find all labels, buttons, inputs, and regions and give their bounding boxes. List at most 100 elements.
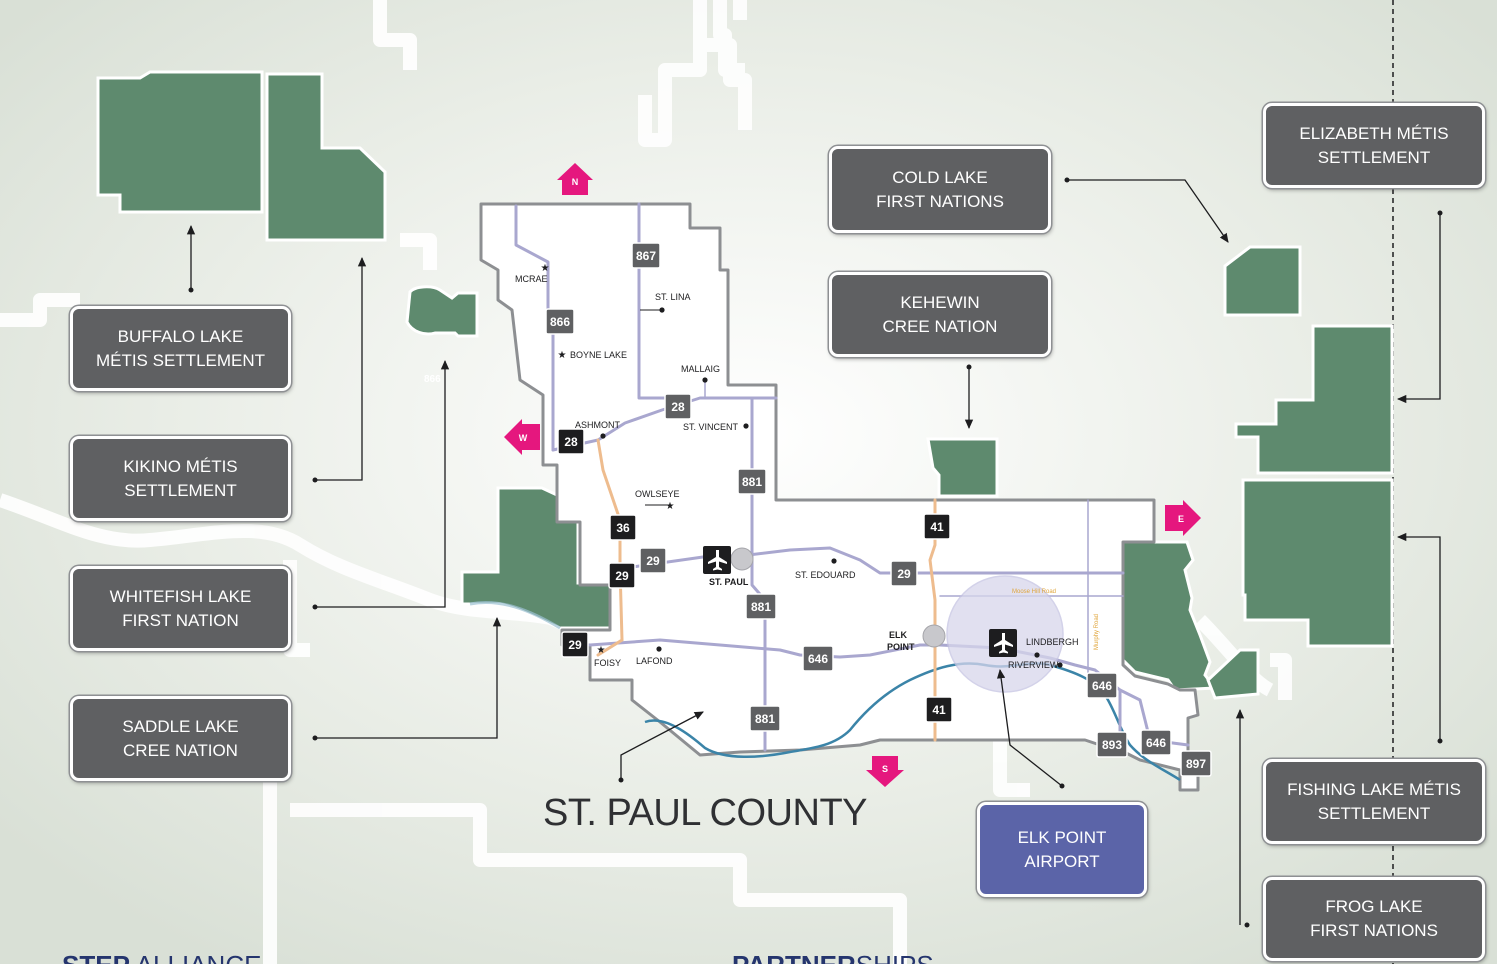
elk-point-airport-line-1: ELK POINT bbox=[1017, 827, 1107, 847]
shield-29-east: 29 bbox=[890, 560, 918, 587]
elk-point-town-marker bbox=[922, 624, 946, 648]
frog-lake-area bbox=[1206, 648, 1260, 700]
svg-text:646: 646 bbox=[1092, 679, 1112, 693]
mallaig-dot bbox=[702, 377, 708, 383]
mcrae-star-icon: ★ bbox=[541, 263, 550, 274]
label-moose-hill-road: Moose Hill Road bbox=[1012, 589, 1056, 595]
shield-29-south: 29 bbox=[561, 631, 589, 658]
elizabeth-callout[interactable]: ELIZABETH MÉTIS SETTLEMENT bbox=[1263, 103, 1485, 188]
buffalo-lake-settlement-area bbox=[96, 70, 264, 214]
label-boyne-lake: BOYNE LAKE bbox=[570, 350, 627, 360]
shield-866: 866 bbox=[545, 308, 575, 335]
whitefish-lake-callout[interactable]: WHITEFISH LAKE FIRST NATION bbox=[70, 566, 291, 651]
fishing-lake-line-1: FISHING LAKE MÉTIS bbox=[1287, 779, 1461, 799]
shield-897: 897 bbox=[1180, 750, 1212, 777]
svg-text:29: 29 bbox=[646, 554, 660, 568]
county-title: ST. PAUL COUNTY bbox=[543, 792, 868, 834]
leader-lines bbox=[186, 179, 1441, 925]
kehewin-area bbox=[926, 437, 999, 498]
compass-south-label: S bbox=[882, 764, 888, 774]
owlseye-star-icon: ★ bbox=[666, 501, 675, 512]
footer-right-light: SHIPS bbox=[856, 950, 934, 964]
whitefish-area bbox=[1121, 540, 1218, 692]
lafond-dot bbox=[656, 646, 662, 652]
shield-881-mid: 881 bbox=[745, 593, 777, 620]
frog-lake-line-1: FROG LAKE bbox=[1325, 897, 1423, 916]
footer-left-bold: STEP bbox=[62, 950, 130, 964]
footer-right-bold: PARTNER bbox=[732, 950, 856, 964]
cold-lake-area bbox=[1223, 245, 1302, 317]
shield-29-b: 29 bbox=[608, 562, 636, 589]
svg-text:881: 881 bbox=[742, 475, 762, 489]
road-866 bbox=[514, 204, 555, 452]
leader-dots bbox=[188, 177, 1443, 928]
shield-29-a: 29 bbox=[639, 547, 667, 574]
st-vincent-dot bbox=[743, 423, 749, 429]
label-st-vincent: ST. VINCENT bbox=[683, 422, 739, 432]
shield-36: 36 bbox=[609, 514, 637, 541]
kikino-line-1: KIKINO MÉTIS bbox=[123, 456, 238, 476]
town-markers: ★ ★ ★ ★ bbox=[541, 263, 1063, 668]
saddle-lake-callout[interactable]: SADDLE LAKE CREE NATION bbox=[70, 696, 291, 781]
compass-west-label: W bbox=[519, 433, 528, 443]
buffalo-lake-line-2: MÉTIS SETTLEMENT bbox=[95, 350, 266, 370]
river-outside-west bbox=[469, 600, 561, 630]
ashmont-dot bbox=[600, 433, 606, 439]
svg-text:36: 36 bbox=[616, 521, 630, 535]
cold-lake-line-2: FIRST NATIONS bbox=[876, 191, 1004, 211]
shield-881-south: 881 bbox=[749, 705, 781, 732]
shield-41-north: 41 bbox=[923, 513, 951, 540]
cold-lake-line-1: COLD LAKE bbox=[892, 167, 988, 187]
svg-text:29: 29 bbox=[568, 638, 582, 652]
compass-arrows: N S E W bbox=[504, 163, 1201, 787]
svg-text:28: 28 bbox=[671, 400, 685, 414]
footer-right-heading: PARTNERSHIPS bbox=[732, 950, 934, 964]
saddle-lake-line-1: SADDLE LAKE bbox=[122, 716, 239, 736]
label-mcrae: MCRAE bbox=[515, 274, 548, 284]
label-mallaig: MALLAIG bbox=[681, 364, 720, 374]
highway-shields: 867 866 28 28 881 36 29 29 29 29 41 881 … bbox=[545, 242, 1212, 777]
road-28 bbox=[551, 396, 778, 452]
frog-lake-callout[interactable]: FROG LAKE FIRST NATIONS bbox=[1263, 877, 1485, 961]
fishing-lake-area bbox=[1241, 478, 1394, 648]
shield-893: 893 bbox=[1096, 731, 1128, 758]
fishing-lake-callout[interactable]: FISHING LAKE MÉTIS SETTLEMENT bbox=[1263, 759, 1485, 844]
label-foisy: FOISY bbox=[594, 658, 621, 668]
compass-north-label: N bbox=[572, 177, 579, 187]
label-hwy-866-outside: 866 bbox=[424, 374, 441, 385]
svg-text:866: 866 bbox=[550, 315, 570, 329]
kehewin-callout[interactable]: KEHEWIN CREE NATION bbox=[829, 272, 1051, 357]
buffalo-lake-callout[interactable]: BUFFALO LAKE MÉTIS SETTLEMENT bbox=[70, 306, 291, 391]
footer-left-light: ALLIANCE bbox=[130, 950, 262, 964]
st-paul-airport-icon bbox=[703, 546, 731, 574]
cold-lake-callout[interactable]: COLD LAKE FIRST NATIONS bbox=[829, 146, 1051, 233]
place-labels: MCRAE ST. LINA BOYNE LAKE MALLAIG ASHMON… bbox=[424, 274, 1100, 670]
footer-left-heading: STEP ALLIANCE bbox=[62, 950, 261, 964]
label-riverview: RIVERVIEW bbox=[1008, 660, 1059, 670]
svg-text:41: 41 bbox=[930, 520, 944, 534]
kehewin-line-2: CREE NATION bbox=[882, 316, 998, 336]
elk-point-airport-callout[interactable]: ELK POINT AIRPORT bbox=[977, 802, 1147, 897]
saddle-lake-line-2: CREE NATION bbox=[123, 740, 238, 760]
east-arrow-icon: E bbox=[1165, 500, 1201, 536]
whitefish-line-1: WHITEFISH LAKE bbox=[109, 586, 252, 606]
label-ashmont: ASHMONT bbox=[575, 420, 621, 430]
south-arrow-icon: S bbox=[866, 756, 904, 787]
svg-text:29: 29 bbox=[615, 569, 629, 583]
elizabeth-line-1: ELIZABETH MÉTIS bbox=[1299, 123, 1449, 143]
west-arrow-icon: W bbox=[504, 419, 540, 455]
svg-text:41: 41 bbox=[932, 703, 946, 717]
kikino-settlement-area bbox=[405, 285, 479, 338]
kikino-callout[interactable]: KIKINO MÉTIS SETTLEMENT bbox=[70, 436, 291, 521]
fishing-lake-line-2: SETTLEMENT bbox=[1317, 803, 1431, 823]
label-st-edouard: ST. EDOUARD bbox=[795, 570, 856, 580]
shield-881-north: 881 bbox=[737, 468, 767, 495]
svg-text:646: 646 bbox=[808, 652, 828, 666]
label-elk-point-2: POINT bbox=[887, 642, 915, 652]
riverview-dot bbox=[1057, 662, 1063, 668]
svg-text:867: 867 bbox=[636, 249, 656, 263]
shield-28-east: 28 bbox=[664, 393, 692, 420]
label-st-lina: ST. LINA bbox=[655, 292, 691, 302]
kikino-line-2: SETTLEMENT bbox=[124, 480, 237, 500]
road-881-south bbox=[750, 558, 767, 752]
